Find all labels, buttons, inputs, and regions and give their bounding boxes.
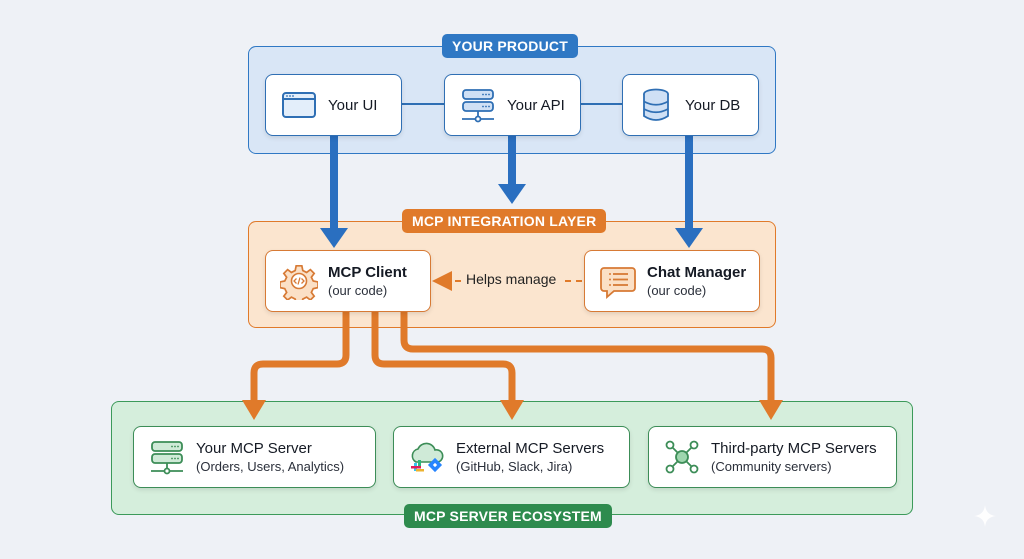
api-to-layer-arrow [498,136,526,204]
your-ui-node[interactable]: Your UI [265,74,402,136]
third-party-mcp-servers-node[interactable]: Third-party MCP Servers (Community serve… [648,426,897,488]
mcp-client-node[interactable]: MCP Client (our code) [265,250,431,312]
chat-manager-subtitle: (our code) [647,283,707,298]
server-stack-icon [459,86,497,124]
browser-window-icon [280,86,318,124]
your-db-node[interactable]: Your DB [622,74,759,136]
mcp-integration-layer-label: MCP INTEGRATION LAYER [402,209,607,233]
chat-bubble-list-icon [599,262,637,300]
chat-manager-node[interactable]: Chat Manager (our code) [584,250,760,312]
sparkle-icon [974,505,996,527]
arrowhead-thirdparty [759,400,783,420]
network-hub-icon [663,438,701,476]
your-ui-title: Your UI [328,96,378,114]
chat-manager-title: Chat Manager [647,264,747,281]
your-product-label: YOUR PRODUCT [442,34,578,58]
external-mcp-servers-title: External MCP Servers [456,440,605,457]
gear-code-icon [280,262,318,300]
client-to-your-server-arrow [250,312,350,400]
your-mcp-server-node[interactable]: Your MCP Server (Orders, Users, Analytic… [133,426,376,488]
mcp-client-title: MCP Client [328,264,407,281]
mcp-client-subtitle: (our code) [328,283,388,298]
ui-to-client-arrow [320,136,348,248]
your-api-node[interactable]: Your API [444,74,581,136]
your-mcp-server-title: Your MCP Server [196,440,312,457]
db-to-chat-arrow [675,136,703,248]
your-mcp-server-subtitle: (Orders, Users, Analytics) [196,459,345,474]
external-mcp-servers-subtitle: (GitHub, Slack, Jira) [456,459,573,474]
third-party-mcp-servers-title: Third-party MCP Servers [711,440,877,457]
your-api-title: Your API [507,96,565,114]
helps-manage-arrowhead [432,271,452,291]
helps-manage-label: Helps manage [462,271,561,287]
external-mcp-servers-node[interactable]: External MCP Servers (GitHub, Slack, Jir… [393,426,630,488]
mcp-server-ecosystem-label: MCP SERVER ECOSYSTEM [404,504,612,528]
your-db-title: Your DB [685,96,741,114]
third-party-mcp-servers-subtitle: (Community servers) [711,459,832,474]
database-icon [637,86,675,124]
client-to-external-arrow [371,312,516,400]
cloud-integrations-icon [408,438,446,476]
arrowhead-external [500,400,524,420]
server-stack-icon [148,438,186,476]
arrowhead-your-server [242,400,266,420]
client-to-thirdparty-arrow [400,312,775,400]
